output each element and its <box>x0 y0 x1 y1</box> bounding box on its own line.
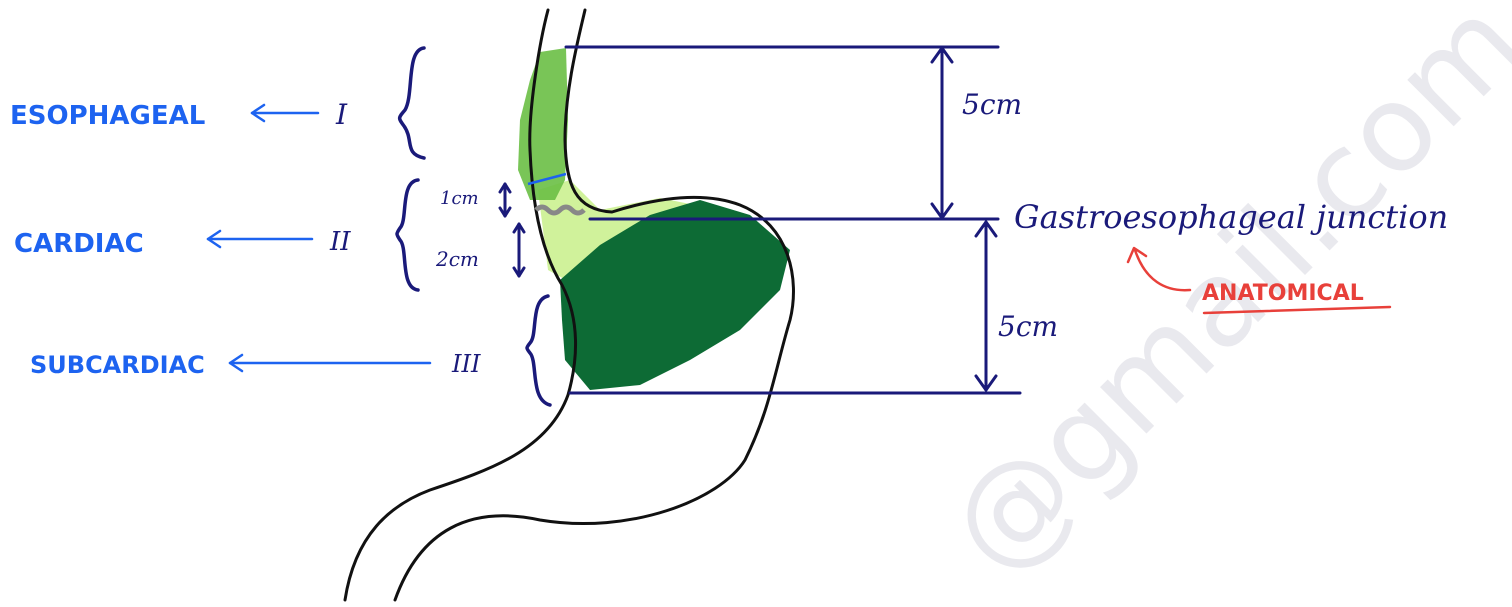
1cm-label: 1cm <box>440 188 479 209</box>
lower-5cm-label: 5cm <box>998 310 1058 343</box>
anatomical-note: ANATOMICAL <box>1202 281 1364 306</box>
esophageal-zone-fill <box>518 48 568 200</box>
type-3-label: III <box>451 350 481 378</box>
cardiac-label: CARDIAC <box>14 229 144 259</box>
type-2-label: II <box>329 227 351 257</box>
label-arrows <box>208 105 430 371</box>
junction-label: Gastroesophageal junction <box>1014 198 1448 236</box>
type-1-label: I <box>335 98 348 131</box>
esophageal-label: ESOPHAGEAL <box>10 101 205 131</box>
upper-5cm-label: 5cm <box>962 88 1022 121</box>
2cm-label: 2cm <box>435 247 479 271</box>
subcardiac-label: SUBCARDIAC <box>30 351 205 379</box>
